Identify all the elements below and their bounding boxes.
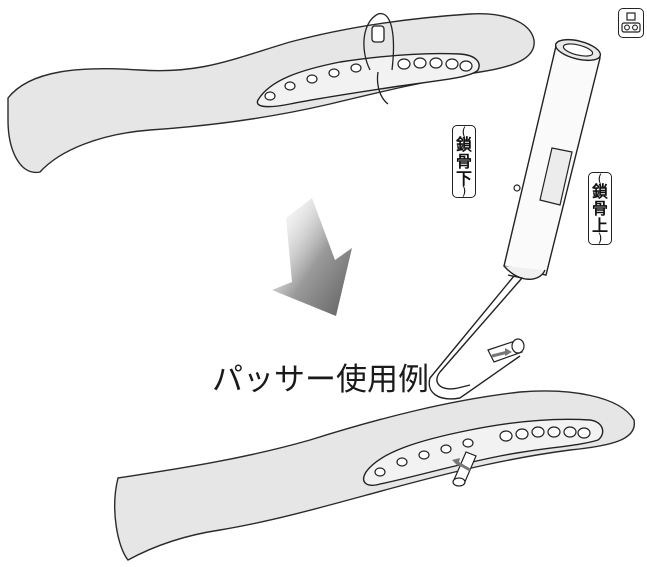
label-char: ) — [461, 184, 467, 198]
top-plate — [256, 52, 480, 108]
infraclavicular-label: ( 鎖 骨 下 ) — [452, 125, 476, 198]
label-char: 上 — [591, 216, 608, 235]
supraclavicular-label: ( 鎖 骨 上 ) — [588, 172, 612, 245]
passer-tip-bottom — [452, 451, 477, 487]
label-char: 骨 — [455, 152, 472, 171]
label-char: ) — [597, 231, 603, 245]
label-char: 下 — [455, 169, 472, 188]
plate-holes-icon — [618, 8, 644, 38]
label-char: ( — [461, 125, 467, 139]
label-char: ( — [597, 172, 603, 186]
passer-instrument-icon — [428, 38, 602, 400]
label-char: 骨 — [591, 199, 608, 218]
down-arrow-icon — [272, 198, 352, 316]
cerclage-wire-top — [363, 13, 395, 105]
label-char: 鎖 — [455, 135, 472, 154]
bottom-plate — [362, 418, 604, 486]
usage-example-caption: パッサー使用例 — [212, 362, 429, 398]
label-char: 鎖 — [591, 182, 608, 201]
